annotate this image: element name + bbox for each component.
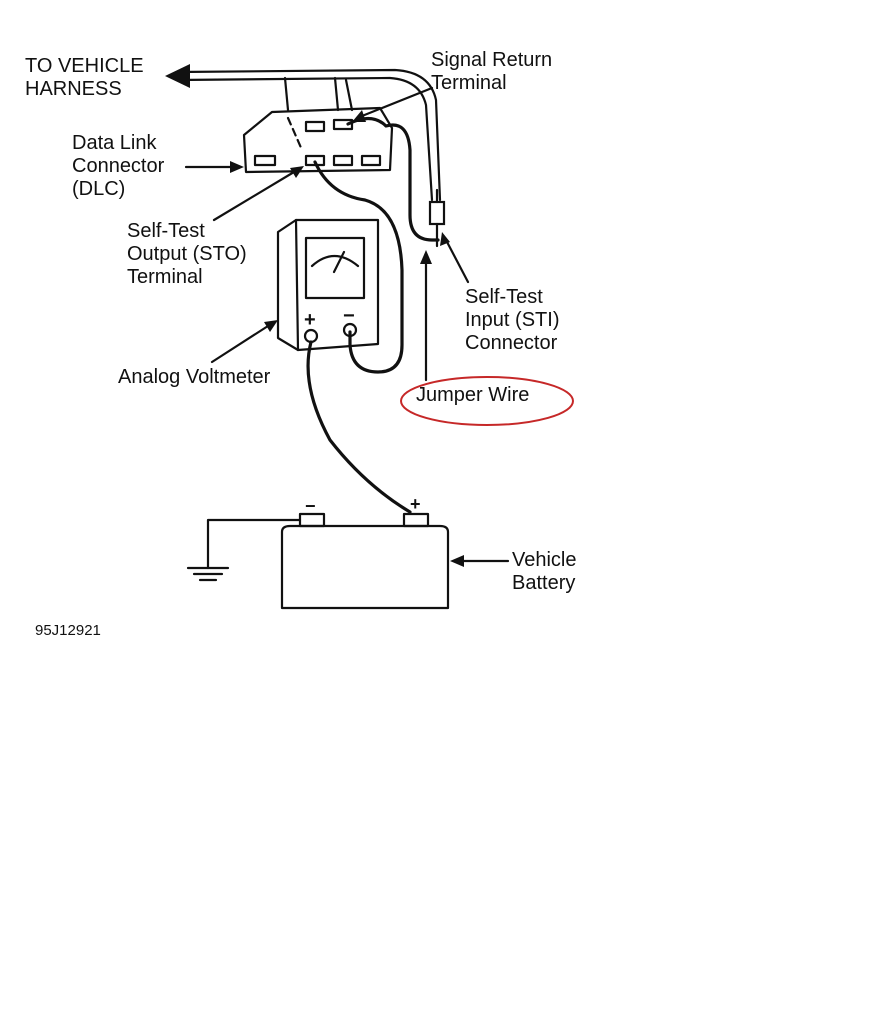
vehicle-battery: − +: [280, 494, 450, 610]
harness-label: TO VEHICLE HARNESS: [25, 55, 144, 101]
signal-return-label: Signal Return Terminal: [431, 49, 552, 95]
jumper-wire-highlight: [400, 376, 574, 426]
battery-label: Vehicle Battery: [512, 549, 577, 595]
sto-label-line2: Output (STO): [127, 243, 247, 265]
harness-label-line1: TO VEHICLE: [25, 55, 144, 77]
sti-connector: [428, 188, 446, 248]
dlc-label: Data Link Connector (DLC): [72, 132, 164, 201]
vehicle-harness-cable: [165, 64, 442, 202]
voltmeter-plus-symbol: +: [304, 309, 316, 331]
ground-symbol: [186, 518, 302, 582]
jumper-wire-label: Jumper Wire: [416, 384, 530, 406]
signal-return-label-line1: Signal Return: [431, 49, 553, 71]
figure-id: 95J12921: [35, 622, 101, 639]
leader-arrows: [184, 86, 510, 567]
dlc-label-line2: Connector: [72, 155, 165, 177]
harness-label-line2: HARNESS: [25, 78, 122, 100]
sti-label-line2: Input (STI): [465, 309, 560, 331]
sti-label-line1: Self-Test: [465, 286, 543, 308]
sto-label-line3: Terminal: [127, 266, 203, 288]
voltmeter-label: Analog Voltmeter: [118, 366, 271, 388]
sti-label-line3: Connector: [465, 332, 558, 354]
data-link-connector: [242, 106, 394, 174]
signal-return-label-line2: Terminal: [431, 72, 507, 94]
dlc-label-line1: Data Link: [72, 132, 157, 154]
signal-return-lead: [346, 116, 440, 242]
sto-lead: [313, 160, 404, 374]
sto-label-line1: Self-Test: [127, 220, 205, 242]
battery-label-line1: Vehicle: [512, 549, 577, 571]
sto-label: Self-Test Output (STO) Terminal: [127, 220, 247, 289]
analog-voltmeter: + −: [276, 218, 380, 352]
battery-plus-symbol: +: [410, 494, 421, 514]
harness-arrowhead: [165, 64, 190, 88]
battery-minus-symbol: −: [305, 496, 316, 516]
positive-lead: [306, 340, 412, 514]
sti-label: Self-Test Input (STI) Connector: [465, 286, 559, 355]
battery-label-line2: Battery: [512, 572, 576, 594]
dlc-label-line3: (DLC): [72, 178, 126, 200]
voltmeter-minus-symbol: −: [343, 305, 355, 327]
